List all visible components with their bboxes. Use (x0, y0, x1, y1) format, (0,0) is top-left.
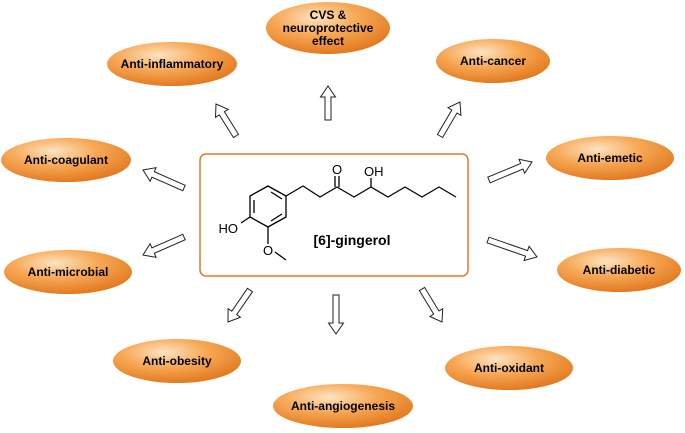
effect-label-anti-angiogenesis: Anti-angiogenesis (291, 399, 395, 413)
effect-label-anti-inflammatory: Anti-inflammatory (121, 57, 224, 71)
effect-anti-emetic: Anti-emetic (546, 136, 674, 180)
effect-anti-angiogenesis: Anti-angiogenesis (273, 384, 413, 428)
gingerol-structure (240, 176, 457, 261)
effect-anti-oxidant: Anti-oxidant (445, 346, 573, 390)
effect-ellipse-anti-diabetic (557, 248, 681, 292)
effect-label-anti-obesity: Anti-obesity (142, 354, 212, 368)
effect-label-cvs-line-1: CVS & (310, 8, 347, 22)
effect-ellipse-anti-emetic (546, 136, 674, 180)
effect-label-anti-microbial: Anti-microbial (28, 265, 109, 279)
effect-anti-obesity: Anti-obesity (113, 339, 241, 383)
arrow-to-anti-cancer (436, 101, 462, 139)
effect-label-anti-oxidant: Anti-oxidant (474, 361, 544, 375)
compound-box: O OH HO O [6]-gingerol (199, 153, 469, 277)
effect-ellipse-cvs (266, 2, 390, 54)
effect-label-anti-coagulant: Anti-coagulant (24, 153, 108, 167)
arrow-to-anti-obesity (227, 287, 254, 323)
arrow-to-cvs (319, 85, 337, 121)
methoxy-oxygen-label: O (263, 243, 273, 258)
effect-anti-inflammatory: Anti-inflammatory (107, 42, 237, 86)
effect-ellipse-anti-angiogenesis (273, 384, 413, 428)
arrow-to-anti-inflammatory (214, 103, 240, 139)
effect-ellipses: CVS &neuroprotectiveeffectAnti-inflammat… (1, 2, 681, 428)
effect-label-cvs-line-3: effect (312, 34, 344, 48)
arrow-to-anti-angiogenesis (327, 294, 345, 335)
arrow-to-anti-microbial (142, 233, 186, 259)
effect-label-anti-cancer: Anti-cancer (460, 54, 526, 68)
effect-label-anti-diabetic: Anti-diabetic (583, 263, 656, 277)
effect-ellipse-anti-oxidant (445, 346, 573, 390)
effect-ellipse-anti-microbial (4, 250, 132, 294)
effect-anti-microbial: Anti-microbial (4, 250, 132, 294)
arrows (142, 85, 538, 335)
effect-label-anti-emetic: Anti-emetic (577, 151, 643, 165)
effect-anti-diabetic: Anti-diabetic (557, 248, 681, 292)
effect-ellipse-anti-cancer (436, 39, 550, 83)
effect-anti-cancer: Anti-cancer (436, 39, 550, 83)
arrow-to-anti-emetic (487, 158, 533, 184)
arrow-to-anti-coagulant (142, 166, 186, 192)
phenol-hydroxyl-label: HO (219, 221, 239, 236)
ketone-oxygen-label: O (332, 162, 342, 177)
compound-name: [6]-gingerol (314, 232, 391, 248)
effect-ellipse-anti-inflammatory (107, 42, 237, 86)
arrow-to-anti-diabetic (486, 236, 538, 262)
effect-ellipse-anti-coagulant (1, 138, 131, 182)
effect-label-cvs-line-2: neuroprotective (283, 21, 374, 35)
effect-ellipse-anti-obesity (113, 339, 241, 383)
arrow-to-anti-oxidant (418, 286, 444, 323)
hydroxyl-label: OH (364, 164, 384, 179)
effect-anti-coagulant: Anti-coagulant (1, 138, 131, 182)
